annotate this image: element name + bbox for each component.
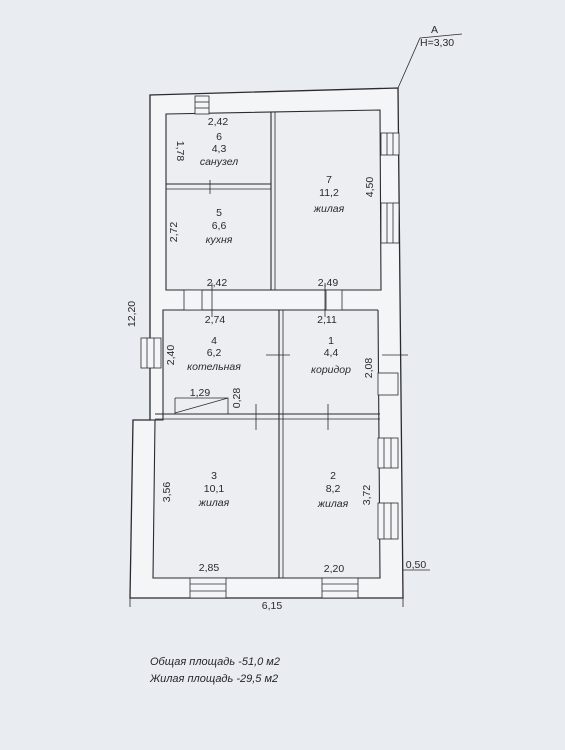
- window-top: [194, 95, 210, 115]
- room-name: коридор: [311, 364, 351, 376]
- dim-right-372: 3,72: [361, 485, 373, 506]
- marker-leader: [397, 33, 463, 89]
- room-area: 4,4: [324, 347, 339, 359]
- room-6: 6 4,3 санузел: [200, 131, 238, 168]
- room-5: 5 6,6 кухня: [206, 207, 233, 246]
- room-number: 1: [328, 335, 334, 347]
- room-number: 7: [326, 174, 332, 186]
- dim-mid-129: 1,29: [190, 387, 211, 399]
- room-number: 3: [211, 470, 217, 482]
- dim-bottom-220: 2,20: [324, 563, 345, 575]
- room-number: 4: [211, 335, 217, 347]
- window-between-upper-left: [183, 289, 203, 311]
- dim-mid-274: 2,74: [205, 314, 226, 326]
- room-name: жилая: [313, 203, 345, 215]
- interior-space-top: [165, 109, 382, 291]
- marker-height: Н=3,30: [420, 37, 454, 49]
- living-area: Жилая площадь -29,5 м2: [150, 673, 279, 685]
- room-name: кухня: [206, 234, 233, 246]
- window-left: [140, 337, 162, 369]
- window-bottom-left: [189, 577, 227, 599]
- marker-letter: А: [431, 24, 438, 36]
- dim-left-356: 3,56: [161, 482, 173, 503]
- dim-top-242: 2,42: [208, 116, 229, 128]
- room-name: жилая: [317, 498, 349, 510]
- dim-left-272: 2,72: [168, 222, 180, 243]
- room-number: 6: [216, 131, 222, 143]
- room-area: 6,6: [212, 220, 227, 232]
- room-area: 11,2: [319, 187, 339, 199]
- window-bottom-right: [321, 577, 359, 599]
- room-4: 4 6,2 котельная: [187, 335, 241, 373]
- room-number: 2: [330, 470, 336, 482]
- window-right-mid: [380, 202, 400, 244]
- room-name: санузел: [200, 156, 238, 168]
- window-right-low2: [377, 437, 399, 469]
- room-area: 4,3: [212, 143, 227, 155]
- room-name: жилая: [198, 497, 230, 509]
- window-right-upper: [380, 132, 400, 156]
- dim-mid-211: 2,11: [317, 314, 337, 326]
- dim-bottom-615: 6,15: [262, 600, 283, 612]
- dim-mid-249: 2,49: [318, 277, 339, 289]
- room-area: 6,2: [207, 347, 222, 359]
- dim-right-208: 2,08: [363, 358, 375, 379]
- window-right-low1: [377, 372, 399, 396]
- total-area: Общая площадь -51,0 м2: [150, 656, 280, 668]
- room-3: 3 10,1 жилая: [198, 470, 230, 509]
- room-area: 10,1: [204, 483, 225, 495]
- dim-bottom-050: 0,50: [406, 559, 427, 571]
- window-between-upper-right: [325, 289, 343, 311]
- dim-left-1220: 12,20: [126, 301, 138, 327]
- stair-element: [174, 397, 229, 414]
- room-7: 7 11,2 жилая: [313, 174, 345, 215]
- room-1: 1 4,4 коридор: [311, 335, 351, 376]
- room-area: 8,2: [326, 483, 341, 495]
- interior-space-bottom: [152, 307, 381, 579]
- room-number: 5: [216, 207, 222, 219]
- dim-left-240: 2,40: [165, 345, 177, 366]
- room-name: котельная: [187, 361, 241, 373]
- room-2: 2 8,2 жилая: [317, 470, 349, 510]
- dim-mid-242: 2,42: [207, 277, 228, 289]
- dim-right-450: 4,50: [364, 177, 376, 198]
- dim-bottom-285: 2,85: [199, 562, 220, 574]
- dim-left-178: 1,78: [174, 141, 186, 162]
- window-right-low3: [377, 502, 399, 540]
- dim-mid-028: 0,28: [231, 388, 243, 409]
